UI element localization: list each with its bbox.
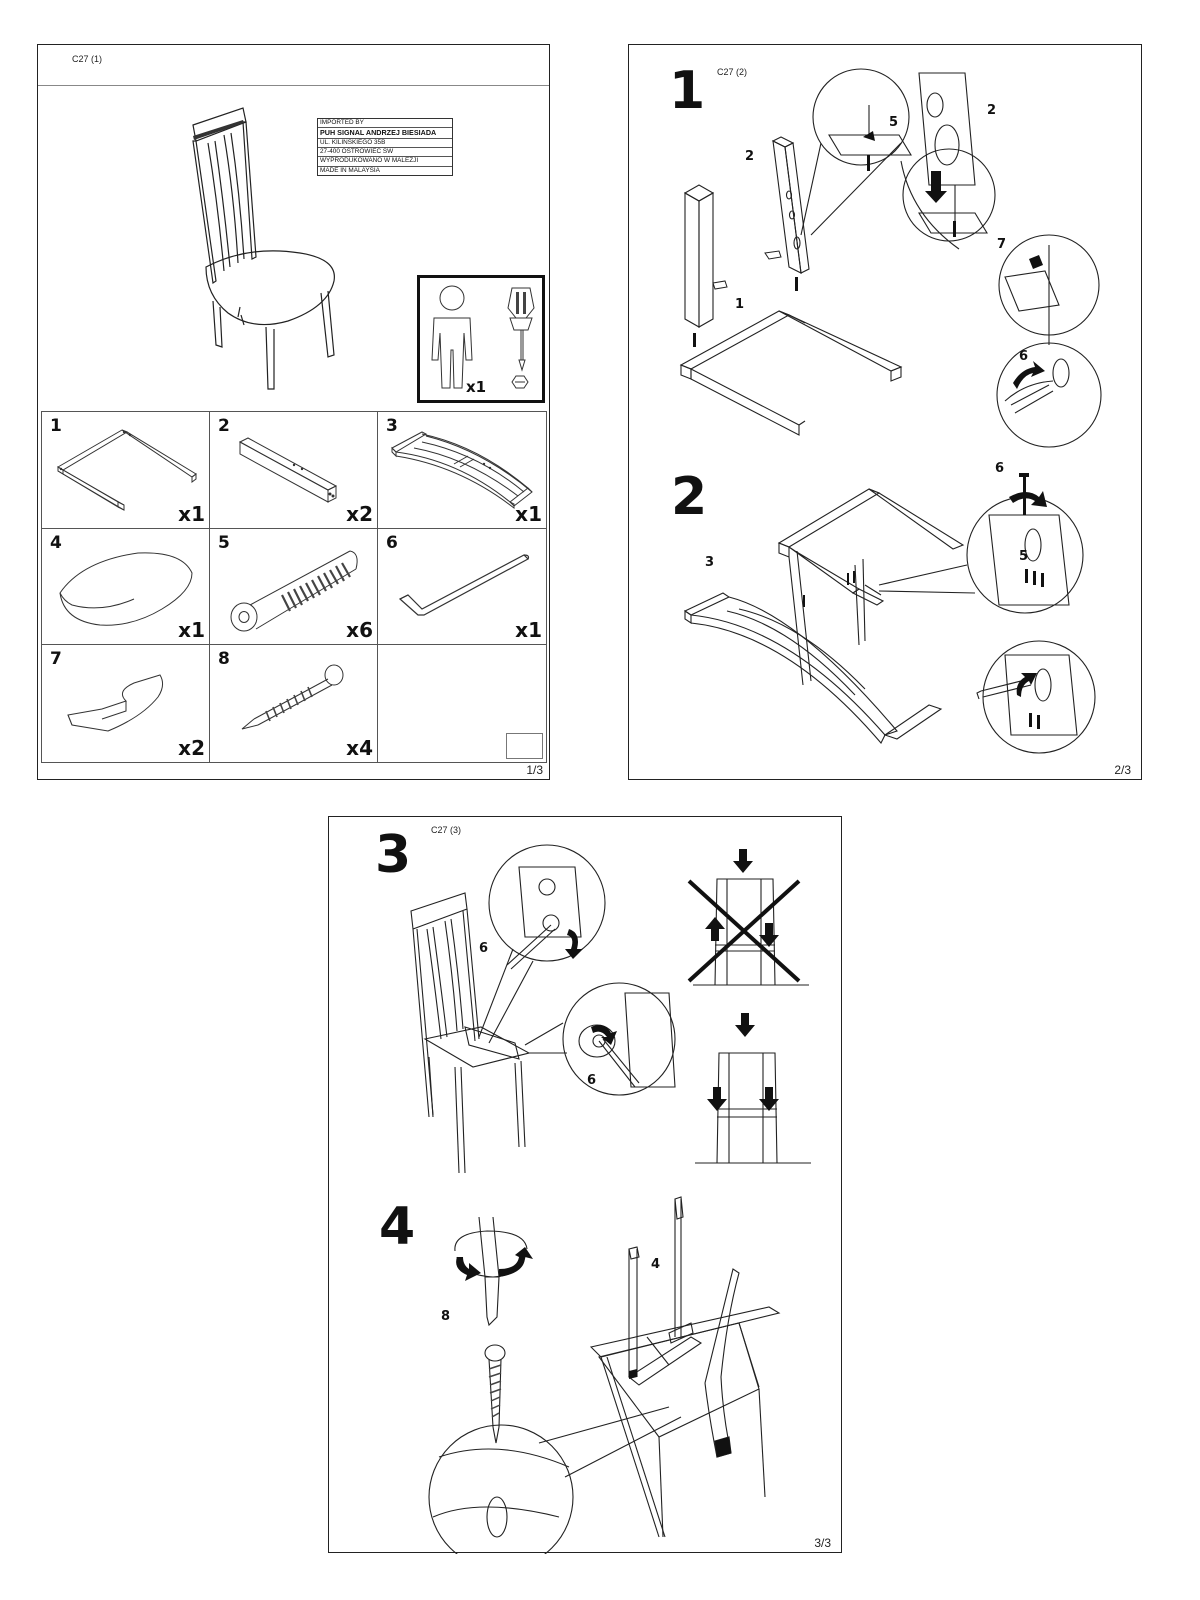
sheet-code: C27 (2) bbox=[717, 67, 748, 77]
part-cell-5: 5 x6 bbox=[210, 528, 378, 646]
instruction-sheet-3: 3 C27 (3) bbox=[328, 816, 842, 1554]
step-number: 1 bbox=[669, 61, 706, 121]
sheet-code: C27 (3) bbox=[431, 825, 462, 835]
callout-4: 4 bbox=[651, 1257, 661, 1272]
callout-6: 6 bbox=[995, 461, 1005, 476]
step3-illustration bbox=[410, 844, 811, 1174]
step-number: 3 bbox=[375, 825, 412, 885]
callout-2: 2 bbox=[987, 103, 997, 118]
header-divider bbox=[38, 85, 549, 86]
seat-icon bbox=[59, 552, 193, 626]
part-qty: x6 bbox=[346, 618, 373, 643]
part-qty: x1 bbox=[178, 618, 205, 643]
part-number: 5 bbox=[218, 532, 230, 553]
callout-5: 5 bbox=[889, 115, 899, 130]
part-cell-empty bbox=[378, 645, 546, 762]
sheet-code: C27 (1) bbox=[72, 54, 103, 64]
part-cell-3: 3 x1 bbox=[378, 412, 546, 529]
part-number: 2 bbox=[218, 416, 230, 436]
importer-line: WYPRODUKOWANO W MALEZJI bbox=[318, 157, 452, 167]
part-qty: x4 bbox=[346, 735, 373, 760]
tools-required-box: x1 bbox=[417, 275, 545, 403]
part-number: 8 bbox=[218, 649, 230, 670]
rail-icon bbox=[238, 437, 338, 503]
person-qty: x1 bbox=[466, 378, 487, 396]
page-number: 2/3 bbox=[1114, 763, 1131, 777]
part-cell-8: 8 x4 bbox=[210, 645, 378, 762]
part-cell-7: 7 x2 bbox=[42, 645, 210, 762]
part-number: 6 bbox=[386, 532, 398, 553]
callout-5: 5 bbox=[1019, 549, 1029, 564]
part-qty: x1 bbox=[515, 501, 542, 526]
part-number: 4 bbox=[50, 532, 62, 553]
part-cell-6: 6 x1 bbox=[378, 529, 546, 646]
importer-label: IMPORTED BY PUH SIGNAL ANDRZEJ BIESIADA … bbox=[317, 118, 453, 177]
importer-line: UL. KILINSKIEGO 35B bbox=[318, 139, 452, 149]
callout-3: 3 bbox=[705, 555, 715, 570]
callout-7: 7 bbox=[997, 237, 1007, 252]
part-qty: x1 bbox=[515, 618, 542, 643]
instruction-sheet-1: C27 (1) IMPORTED BY PUH SIGNAL ANDRZEJ B… bbox=[37, 44, 550, 780]
step2-illustration bbox=[683, 473, 1096, 754]
part-cell-1: 1 x1 bbox=[42, 412, 210, 529]
importer-line: 27-400 OSTROWIEC SW bbox=[318, 148, 452, 158]
allen-key-icon bbox=[398, 553, 530, 616]
part-cell-2: 2 x2 bbox=[210, 412, 378, 529]
screwdriver-icon bbox=[507, 287, 535, 389]
part-qty: x2 bbox=[346, 501, 373, 526]
callout-2: 2 bbox=[745, 149, 755, 164]
step4-illustration bbox=[428, 1196, 781, 1554]
step-number: 4 bbox=[379, 1197, 416, 1257]
side-frame-icon bbox=[57, 429, 197, 511]
part-cell-4: 4 x1 bbox=[42, 528, 210, 646]
importer-company: PUH SIGNAL ANDRZEJ BIESIADA bbox=[318, 128, 452, 139]
callout-6: 6 bbox=[587, 1073, 597, 1088]
part-qty: x2 bbox=[178, 735, 205, 760]
part-number: 3 bbox=[386, 416, 398, 436]
callout-8: 8 bbox=[441, 1309, 451, 1324]
parts-list: 1 x1 2 bbox=[41, 411, 547, 763]
part-number: 7 bbox=[50, 649, 62, 670]
part-number: 1 bbox=[50, 416, 62, 436]
step1-illustration bbox=[679, 68, 1102, 448]
instruction-sheet-2: 1 C27 (2) bbox=[628, 44, 1142, 780]
callout-6: 6 bbox=[1019, 349, 1029, 364]
wood-screw-icon bbox=[241, 664, 344, 730]
corner-box bbox=[506, 732, 543, 759]
importer-line: IMPORTED BY bbox=[318, 119, 452, 129]
callout-1: 1 bbox=[735, 297, 745, 312]
importer-line: MADE IN MALAYSIA bbox=[320, 166, 380, 174]
person-icon bbox=[431, 285, 473, 389]
callout-6: 6 bbox=[479, 941, 489, 956]
bolt-icon bbox=[230, 550, 358, 632]
step-number: 2 bbox=[671, 467, 708, 527]
page-number: 1/3 bbox=[526, 763, 543, 777]
back-frame-icon bbox=[391, 431, 533, 510]
page-number: 3/3 bbox=[814, 1536, 831, 1550]
part-qty: x1 bbox=[178, 501, 205, 526]
chair-illustration bbox=[192, 107, 335, 390]
corner-bracket-icon bbox=[67, 674, 164, 732]
